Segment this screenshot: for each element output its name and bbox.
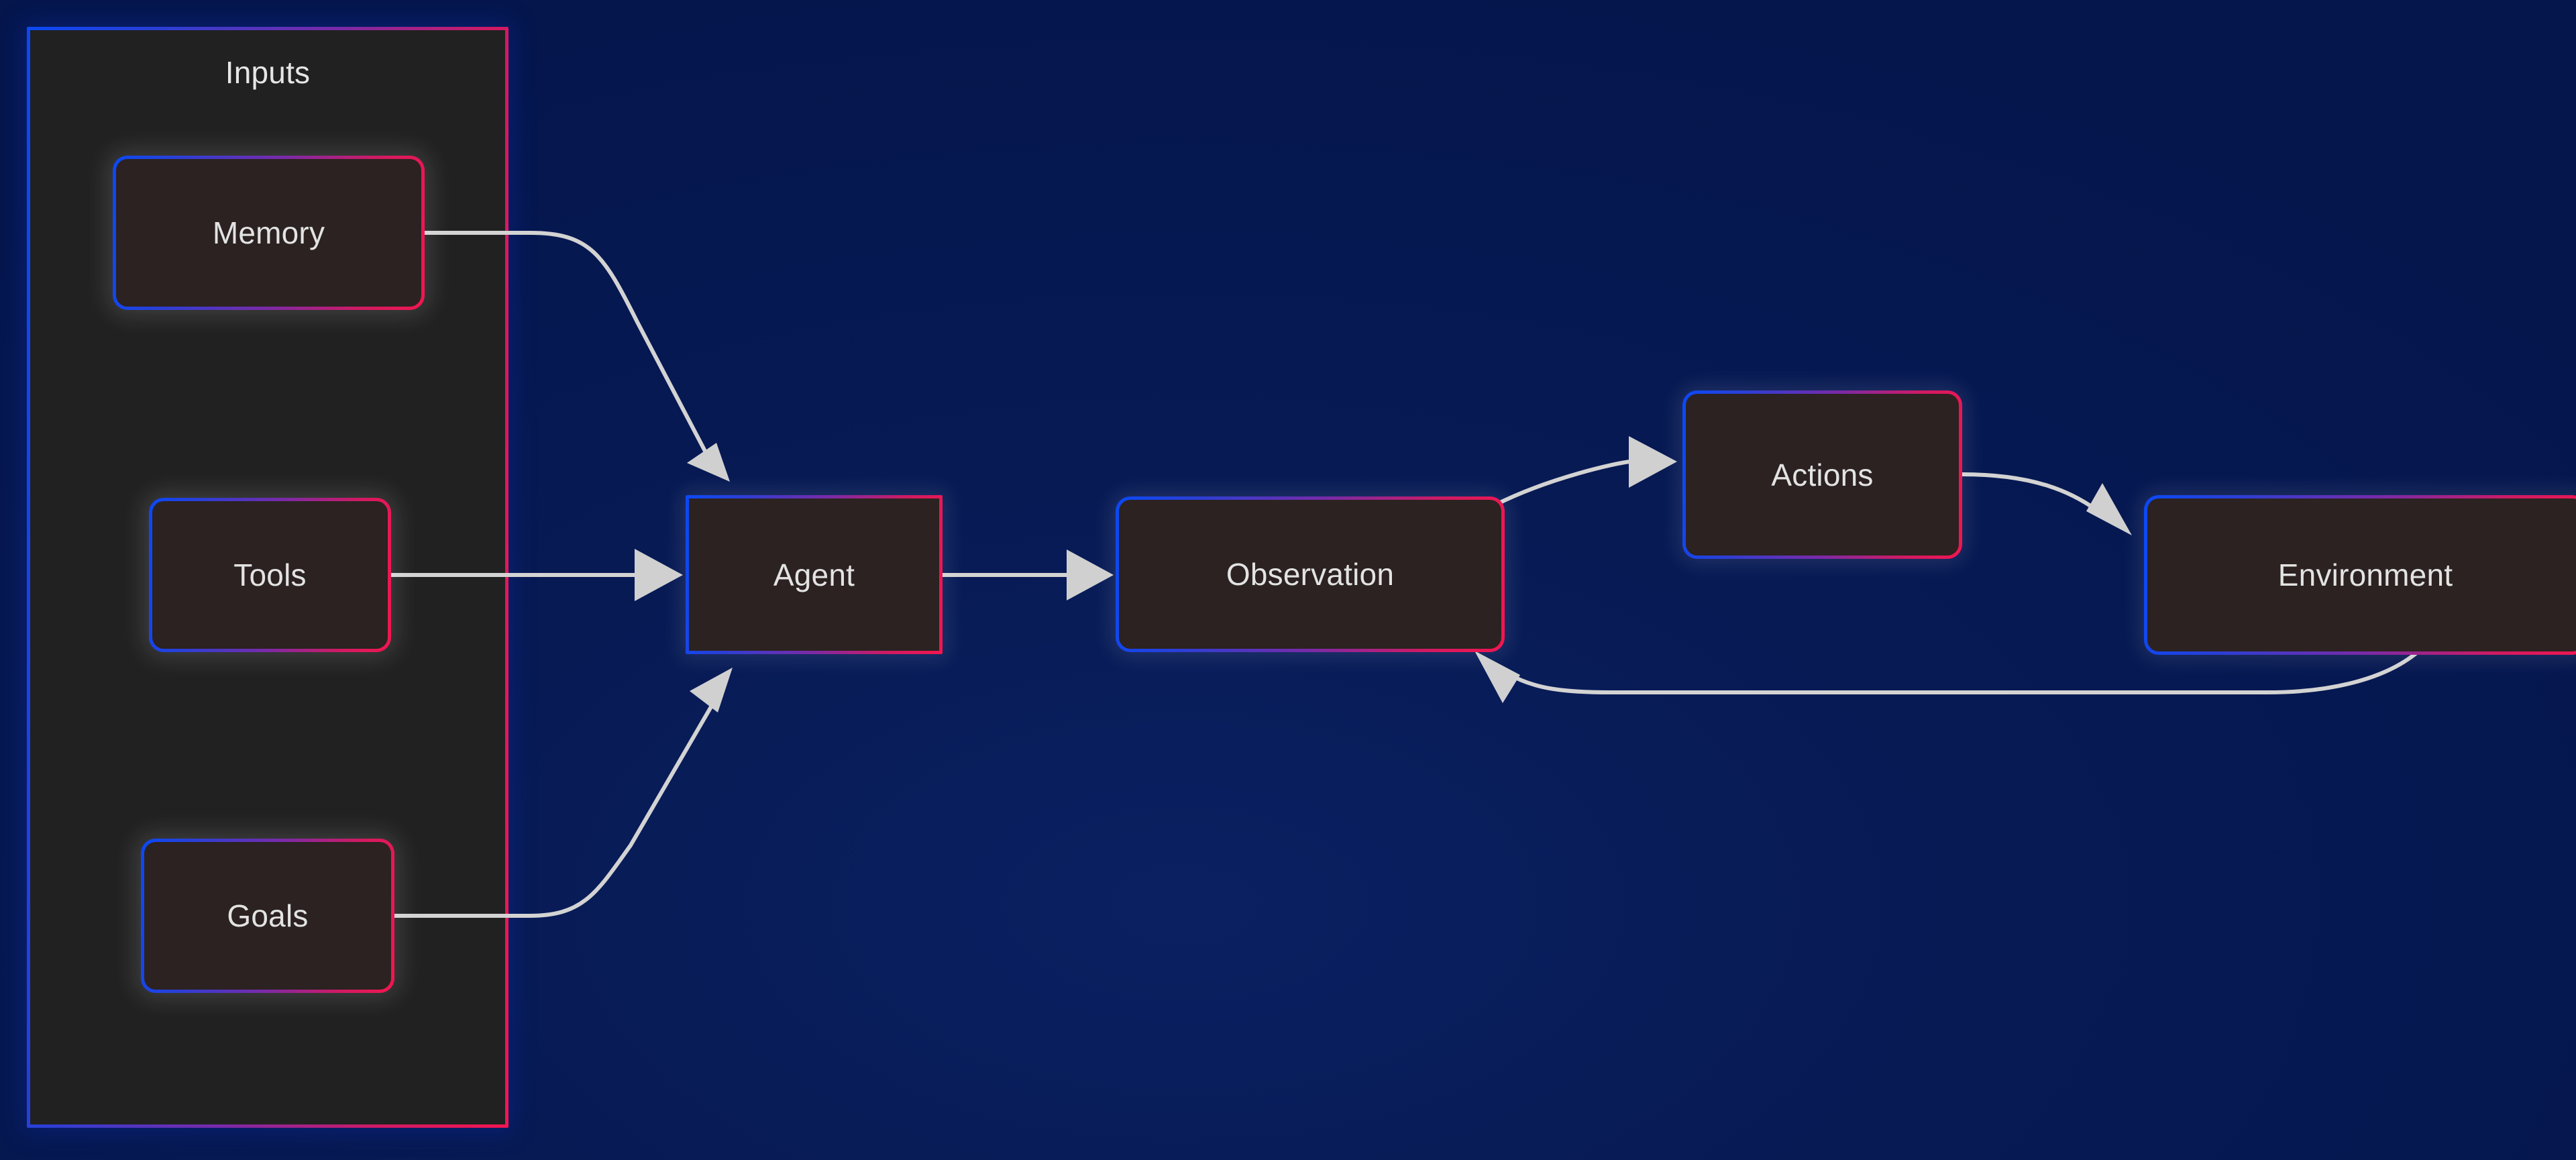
subgraph-inputs-title: Inputs [225,55,311,90]
node-observation[interactable]: Observation [1116,496,1505,652]
edge-observation-to-actions [1495,436,1677,507]
edge-agent-to-observation [943,549,1114,600]
node-agent-label: Agent [773,557,855,592]
node-observation-label: Observation [1226,557,1395,592]
node-actions[interactable]: Actions [1682,390,1962,559]
node-goals-label: Goals [227,898,309,933]
node-environment[interactable]: Environment [2144,495,2576,655]
edge-environment-to-observation [1474,649,2420,703]
node-memory[interactable]: Memory [113,156,425,310]
node-tools[interactable]: Tools [149,498,391,652]
node-memory-label: Memory [212,215,325,250]
node-tools-label: Tools [233,558,307,592]
edge-actions-to-environment [1962,472,2132,535]
node-actions-label: Actions [1771,457,1874,492]
node-environment-label: Environment [2277,558,2453,592]
node-goals[interactable]: Goals [141,839,394,993]
node-agent[interactable]: Agent [686,495,943,654]
